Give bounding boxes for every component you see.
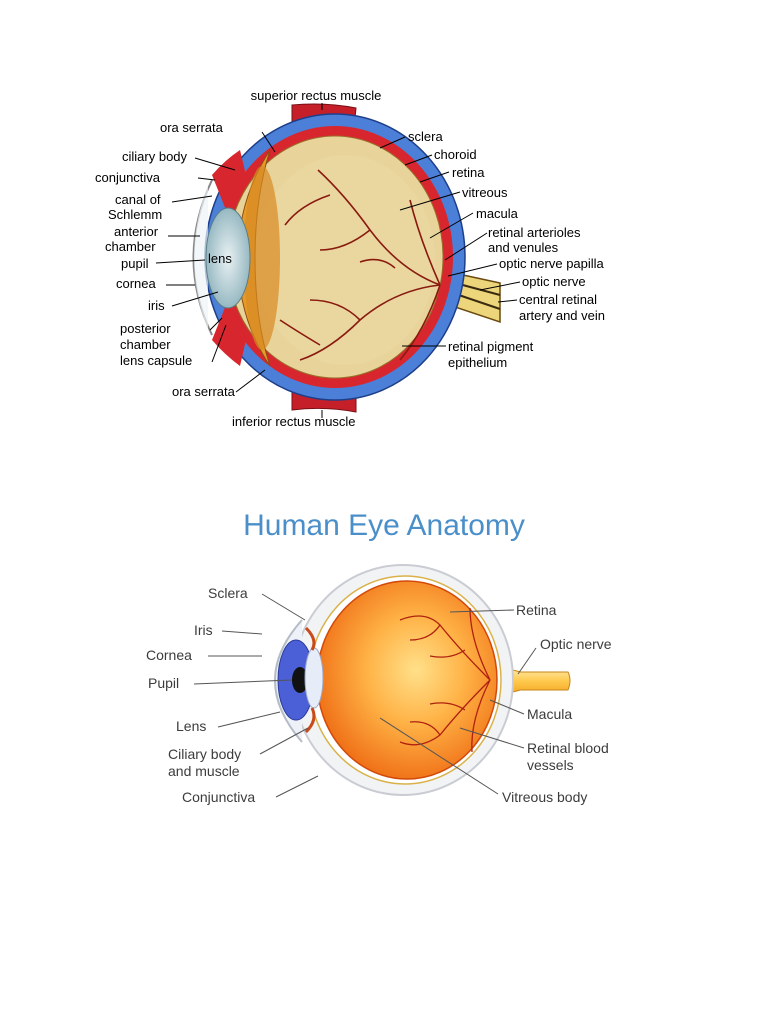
- label-inferior-rectus-muscle: inferior rectus muscle: [232, 414, 356, 429]
- retinal-vessels: [279, 169, 441, 361]
- diagram-title: Human Eye Anatomy: [243, 509, 525, 542]
- label-retinal-arterioles-line1: retinal arterioles: [488, 225, 581, 240]
- label-retina: retina: [452, 165, 485, 180]
- label-macula: macula: [476, 206, 519, 221]
- label-pupil: pupil: [121, 256, 149, 271]
- leader-lines-diagram1: [155, 103, 521, 418]
- label-canal-of-schlemm-line2: Schlemm: [108, 207, 162, 222]
- label-choroid: choroid: [434, 147, 477, 162]
- lens-shape: [205, 207, 251, 309]
- label-ciliary-body: ciliary body: [122, 149, 188, 164]
- label-ciliary-body-line1: Ciliary body: [168, 746, 241, 762]
- label-lens-capsule: lens capsule: [120, 353, 192, 368]
- label-iris: iris: [148, 298, 165, 313]
- label-retinal-pigment-line2: epithelium: [448, 355, 507, 370]
- label-ora-serrata-bottom: ora serrata: [172, 384, 236, 399]
- label-ora-serrata-top: ora serrata: [160, 120, 224, 135]
- label-retina-2: Retina: [516, 602, 557, 618]
- label-posterior-chamber-line2: chamber: [120, 337, 171, 352]
- label-optic-nerve-2: Optic nerve: [540, 636, 612, 652]
- label-lens-2: Lens: [176, 718, 206, 734]
- label-vitreous-body: Vitreous body: [502, 789, 587, 805]
- label-retinal-arterioles-line2: and venules: [488, 240, 559, 255]
- label-ciliary-body-line2: and muscle: [168, 763, 240, 779]
- label-cornea-2: Cornea: [146, 647, 192, 663]
- pupil-shape: [292, 667, 308, 693]
- label-posterior-chamber-line1: posterior: [120, 321, 171, 336]
- label-optic-nerve: optic nerve: [522, 274, 586, 289]
- label-optic-nerve-papilla: optic nerve papilla: [499, 256, 605, 271]
- label-central-retinal-line2: artery and vein: [519, 308, 605, 323]
- label-canal-of-schlemm-line1: canal of: [115, 192, 161, 207]
- label-cornea: cornea: [116, 276, 157, 291]
- label-sclera: sclera: [408, 129, 443, 144]
- eye-cross-section-diagram: superior rectus muscle ora serrata cilia…: [95, 88, 605, 429]
- label-conjunctiva: conjunctiva: [95, 170, 161, 185]
- label-conjunctiva-2: Conjunctiva: [182, 789, 255, 805]
- human-eye-anatomy-diagram: Human Eye Anatomy: [146, 509, 612, 805]
- retinal-blood-vessels: [399, 607, 491, 753]
- label-lens: lens: [208, 251, 232, 266]
- label-iris-2: Iris: [194, 622, 213, 638]
- label-retinal-blood-vessels-line2: vessels: [527, 757, 574, 773]
- label-central-retinal-line1: central retinal: [519, 292, 597, 307]
- label-pupil-2: Pupil: [148, 675, 179, 691]
- label-retinal-blood-vessels-line1: Retinal blood: [527, 740, 609, 756]
- label-sclera-2: Sclera: [208, 585, 248, 601]
- label-anterior-chamber-line2: chamber: [105, 239, 156, 254]
- leader-lines-diagram2: [193, 593, 537, 798]
- label-anterior-chamber-line1: anterior: [114, 224, 159, 239]
- label-vitreous: vitreous: [462, 185, 508, 200]
- label-retinal-pigment-line1: retinal pigment: [448, 339, 534, 354]
- label-macula-2: Macula: [527, 706, 572, 722]
- lens-shape-2: [304, 647, 324, 709]
- label-superior-rectus-muscle: superior rectus muscle: [251, 88, 382, 103]
